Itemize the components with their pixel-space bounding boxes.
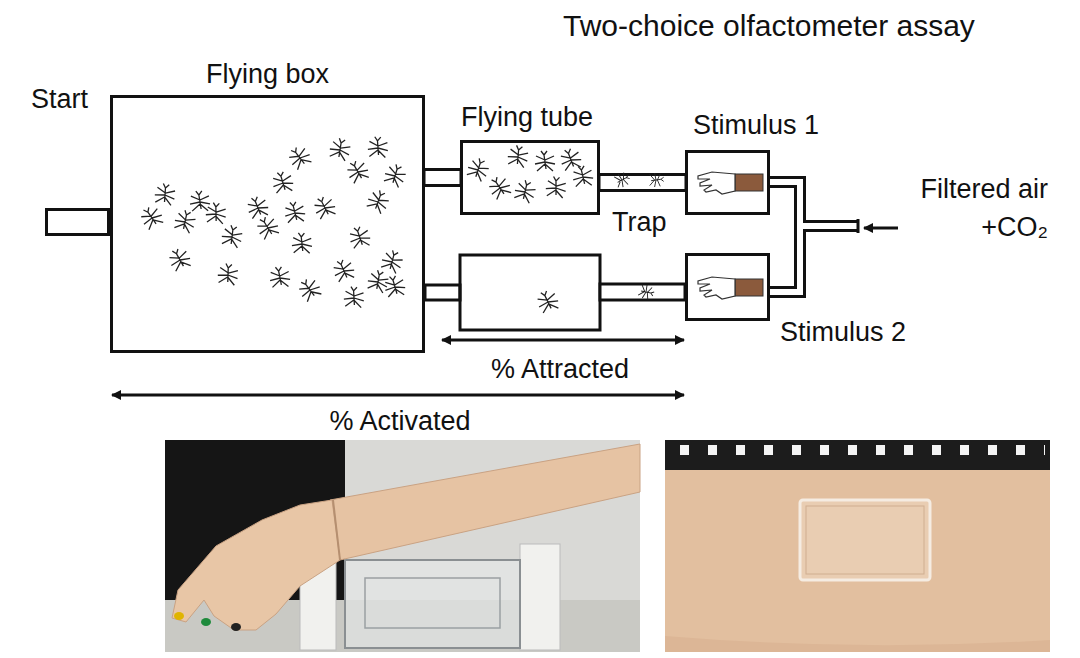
mosquito-icon	[343, 286, 365, 308]
arm-band	[735, 174, 763, 191]
mosquito-icon	[269, 266, 290, 287]
wrist-joint	[333, 500, 340, 560]
mosquito-icon	[382, 162, 409, 189]
mosquito-icon	[312, 194, 337, 219]
air-supply-label: Filtered air +CO₂	[862, 170, 1048, 246]
node-label: Stimulus 1	[693, 109, 819, 141]
connector-stub	[425, 285, 460, 300]
photo-background	[165, 440, 640, 652]
node-label: Flying tube	[461, 101, 593, 133]
mosquito-icon	[512, 178, 538, 204]
mosquito-icon	[367, 136, 388, 157]
mosquito-icon	[254, 214, 280, 240]
start-tube: Start	[45, 208, 110, 236]
arm-band	[735, 279, 763, 296]
acrylic-box	[345, 560, 520, 648]
mosquito-icon	[205, 202, 227, 224]
node-label: Flying box	[206, 58, 329, 90]
tube-connector	[599, 175, 686, 191]
measure-label: % Attracted	[491, 350, 629, 388]
mosquito-icon	[138, 204, 165, 231]
mannequin-arm-closeup	[665, 470, 1050, 645]
measure-label: % Activated	[329, 402, 470, 440]
mosquito-icon	[190, 191, 210, 211]
flying-tube: Flying tube	[460, 140, 600, 215]
painted-nail	[201, 618, 211, 626]
acrylic-box-inner	[365, 578, 500, 628]
mosquito-icon	[328, 137, 353, 162]
skin-patch-edge	[806, 506, 924, 574]
tube-connector	[424, 170, 461, 186]
painted-nail	[231, 623, 241, 631]
photo-background	[665, 440, 1050, 652]
mosquito-icon	[545, 176, 568, 199]
mannequin-hand	[172, 500, 340, 630]
mosquito-icon	[331, 258, 356, 283]
mosquito-icon	[465, 156, 492, 183]
mosquito-icon	[153, 182, 177, 206]
mosquito-icon	[296, 276, 323, 303]
mosquito-icon	[246, 195, 270, 219]
mosquito-icon	[506, 144, 530, 168]
pipe-end	[857, 219, 860, 233]
mosquito-icon	[384, 275, 407, 298]
mosquito-icon	[535, 288, 560, 313]
mosquito-icon	[271, 171, 294, 194]
hand-icon	[698, 277, 735, 299]
node-label: Stimulus 2	[780, 316, 906, 348]
mosquito-icon	[292, 233, 313, 254]
mosquito-icon	[535, 151, 555, 171]
node-label: Start	[31, 83, 88, 115]
measure-arrow	[112, 394, 684, 397]
hand-icon	[698, 172, 735, 194]
air-arrow	[864, 227, 898, 230]
air-pipe	[770, 182, 858, 292]
figure-title: Two-choice olfactometer assay	[563, 8, 975, 44]
painted-nail	[174, 612, 184, 620]
mosquito-icon	[284, 201, 306, 223]
mosquito-swarm	[138, 136, 594, 313]
mosquito-icon	[486, 174, 513, 201]
air-pipe-inner	[768, 182, 860, 292]
trap-label: Trap	[612, 203, 667, 241]
arm-support	[520, 544, 560, 650]
mannequin-forearm	[330, 444, 640, 560]
skin-patch	[800, 500, 930, 580]
ruler-ticks	[680, 445, 1045, 455]
photo-dark-strip	[665, 440, 1050, 470]
mosquito-icon	[345, 158, 371, 184]
mosquito-icon	[614, 171, 632, 189]
mosquito-icon	[638, 283, 656, 301]
mosquito-icon	[167, 246, 193, 272]
mosquito-icon	[348, 225, 371, 248]
mosquito-icon	[650, 173, 664, 187]
mosquito-icon	[379, 248, 405, 274]
mosquito-icon	[365, 188, 392, 215]
mosquito-icon	[220, 224, 244, 248]
mosquito-icon	[173, 208, 199, 234]
stimulus-box: Stimulus 1	[685, 150, 770, 215]
mosquito-icon	[217, 262, 240, 285]
measure-arrow	[442, 339, 684, 342]
flying-box: Flying box	[110, 95, 425, 353]
mosquito-icon	[286, 143, 313, 170]
mosquito-icon	[572, 165, 594, 187]
stimulus-box: Stimulus 2	[685, 253, 770, 321]
flying-tube-lower	[460, 255, 600, 330]
